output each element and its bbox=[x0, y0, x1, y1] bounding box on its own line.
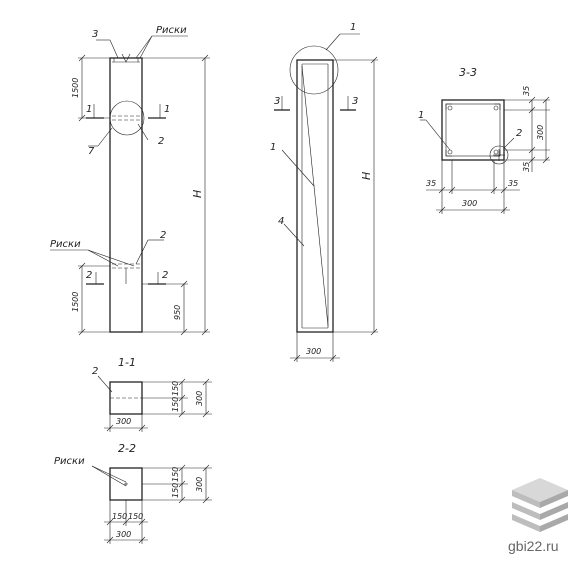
label-1-right: 1 bbox=[164, 104, 170, 115]
section-2-2 bbox=[91, 464, 212, 544]
dim-950: 950 bbox=[173, 305, 182, 320]
dim-35-bottom-left: 35 bbox=[426, 179, 436, 188]
column-elevation-left bbox=[50, 35, 210, 336]
label-H-mid: H bbox=[360, 172, 373, 180]
label-2-lower: 2 bbox=[160, 230, 166, 241]
label-H-left: H bbox=[191, 190, 204, 198]
label-1-section33: 1 bbox=[418, 110, 424, 121]
label-2-section33: 2 bbox=[516, 128, 522, 139]
label-3-top: 3 bbox=[92, 29, 98, 40]
dim-300-mid: 300 bbox=[306, 347, 321, 356]
label-3-right-mid: 3 bbox=[352, 96, 358, 107]
label-2-left: 2 bbox=[86, 270, 92, 281]
section-title-3-3: 3-3 bbox=[459, 66, 477, 79]
dim-1500-bottom: 1500 bbox=[71, 292, 80, 312]
label-riski-section22: Риски bbox=[54, 456, 85, 467]
label-4: 4 bbox=[278, 216, 284, 227]
watermark-text: gbi22.ru bbox=[508, 538, 559, 554]
section-title-1-1: 1-1 bbox=[118, 356, 136, 369]
dim-300-bottom: 300 bbox=[462, 199, 477, 208]
label-2-mid: 2 bbox=[158, 136, 164, 147]
column-elevation-middle bbox=[274, 33, 378, 362]
label-riski-top: Риски bbox=[156, 25, 187, 36]
dim-300-right-22: 300 bbox=[195, 477, 204, 492]
label-1-top-mid: 1 bbox=[350, 22, 356, 33]
dim-150-b-22: 150 bbox=[171, 483, 180, 498]
section-title-2-2: 2-2 bbox=[118, 442, 136, 455]
label-2-right: 2 bbox=[162, 270, 168, 281]
dim-300-bottom-11: 300 bbox=[116, 417, 131, 426]
dim-300-bottom-22: 300 bbox=[116, 530, 131, 539]
dim-150-right-bottom-22: 150 bbox=[128, 512, 143, 521]
dim-35-bottom-right: 35 bbox=[522, 162, 531, 172]
dim-150-a-11: 150 bbox=[171, 381, 180, 396]
dim-300-right: 300 bbox=[536, 125, 545, 140]
label-1-left: 1 bbox=[86, 104, 92, 115]
label-7: 7 bbox=[88, 146, 95, 157]
dim-150-left-bottom-22: 150 bbox=[112, 512, 127, 521]
label-3-left-mid: 3 bbox=[274, 96, 280, 107]
dim-35-top-right: 35 bbox=[522, 86, 531, 96]
dim-150-b-11: 150 bbox=[171, 397, 180, 412]
section-3-3 bbox=[420, 96, 550, 214]
dim-1500-top: 1500 bbox=[71, 78, 80, 98]
label-2-section11: 2 bbox=[92, 366, 98, 377]
dim-300-right-11: 300 bbox=[195, 391, 204, 406]
dim-35-bottom-right2: 35 bbox=[508, 179, 518, 188]
label-1-mid: 1 bbox=[270, 142, 276, 153]
label-riski-bottom: Риски bbox=[50, 239, 81, 250]
dim-150-a-22: 150 bbox=[171, 467, 180, 482]
section-1-1 bbox=[97, 375, 212, 432]
watermark-logo-icon bbox=[512, 478, 568, 532]
